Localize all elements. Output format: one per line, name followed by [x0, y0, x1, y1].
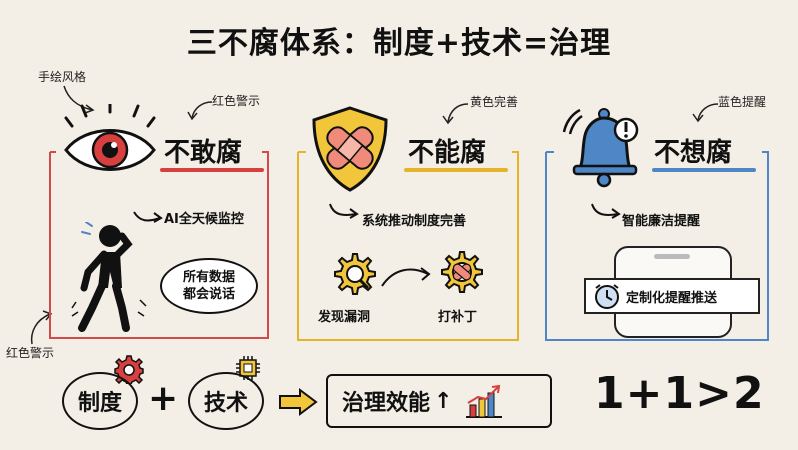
panel-heading-cannot: 不能腐: [408, 138, 487, 168]
result-box: 治理效能 ↑: [326, 374, 552, 428]
panel-heading-dare-not: 不敢腐: [164, 138, 243, 168]
note-yellow-complete: 黄色完善: [470, 95, 519, 109]
note-arrow-icon: [63, 85, 95, 114]
bubble-line-1: 所有数据: [182, 270, 235, 285]
notification-banner: 定制化提醒推送: [584, 278, 760, 314]
note-hand-drawn: 手绘风格: [38, 70, 87, 84]
banner-text: 定制化提醒推送: [626, 290, 718, 306]
note-red-warning-top: 红色警示: [212, 94, 261, 108]
system-circle: 制度: [62, 372, 138, 430]
panel-item-system-push: 系统推动制度完善: [362, 214, 467, 229]
eye-icon: [64, 104, 156, 171]
speech-bubble: 所有数据 都会说话: [160, 258, 258, 314]
step-patch: 打补丁: [438, 310, 478, 325]
note-red-warning-bottom: 红色警示: [6, 346, 55, 360]
shield-bandage-icon: [312, 106, 388, 192]
formula-text: 1+1>2: [594, 368, 765, 419]
gear-search-icon: [334, 253, 376, 295]
arrow-icon: [133, 211, 163, 223]
page-title: 三不腐体系：制度+技术=治理: [186, 26, 612, 61]
result-label: 治理效能: [342, 391, 431, 416]
worried-person-icon: [71, 222, 147, 332]
arrow-icon: [329, 203, 359, 219]
note-blue-reminder: 蓝色提醒: [718, 95, 767, 109]
heading-underline: [404, 168, 508, 172]
arrow-up-icon: ↑: [434, 388, 453, 414]
tech-circle: 技术: [188, 372, 264, 430]
step-find-loophole: 发现漏洞: [318, 310, 371, 325]
arrow-icon: [381, 267, 431, 287]
panel-item-smart-reminder: 智能廉洁提醒: [622, 214, 701, 229]
system-label: 制度: [77, 391, 122, 416]
bubble-line-2: 都会说话: [182, 287, 235, 302]
panel-frame: [49, 151, 269, 339]
heading-underline: [652, 168, 756, 172]
bar-growth-icon: [466, 384, 503, 418]
panel-frame-blue: [545, 151, 769, 341]
chip-icon: [236, 356, 260, 380]
tech-label: 技术: [203, 391, 248, 416]
note-arrow-icon: [692, 103, 719, 123]
arrow-icon: [591, 203, 621, 219]
panel-dare-not: [48, 148, 270, 340]
gear-patch-icon: [441, 251, 483, 293]
panel-frame-yellow: [297, 151, 519, 341]
clock-icon: [595, 284, 619, 309]
panel-heading-do-not-want: 不想腐: [654, 138, 733, 168]
phone-speaker: [654, 254, 690, 259]
plus-sign: +: [148, 378, 179, 419]
arrow-right-icon: [279, 388, 318, 416]
note-arrow-icon: [442, 103, 469, 125]
panel-item-ai-monitor: AI全天候监控: [164, 212, 244, 227]
note-arrow-icon: [187, 101, 213, 121]
bell-icon: [562, 108, 639, 188]
heading-underline: [160, 168, 264, 172]
